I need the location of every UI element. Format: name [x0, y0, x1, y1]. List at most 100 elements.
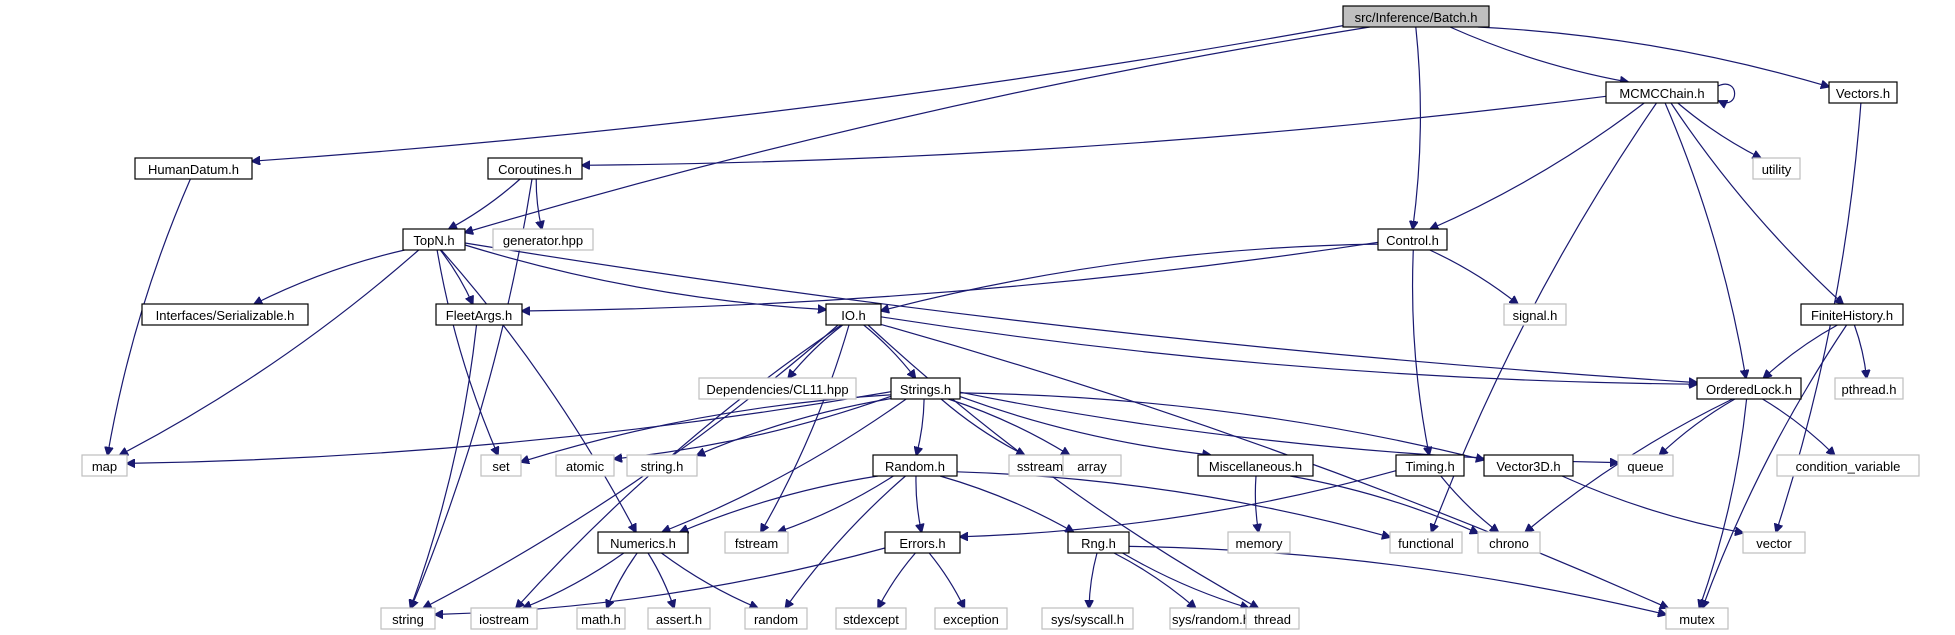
node-serializable[interactable]: Interfaces/Serializable.h	[141, 303, 309, 326]
node-box-thread	[1245, 607, 1300, 630]
node-label-random: random	[754, 612, 798, 627]
node-label-map: map	[92, 459, 117, 474]
node-label-condvar: condition_variable	[1796, 459, 1901, 474]
node-label-syscall: sys/syscall.h	[1051, 612, 1124, 627]
edge-mcmcchain-to-finitehistory	[1670, 102, 1843, 304]
node-box-memory	[1227, 531, 1291, 554]
node-strings[interactable]: Strings.h	[890, 377, 961, 400]
edge-strings-to-atomic	[614, 395, 892, 459]
node-misc[interactable]: Miscellaneous.h	[1197, 454, 1314, 477]
edge-topn-to-orderedlock	[464, 242, 1697, 383]
node-asserth: assert.h	[647, 607, 711, 630]
node-errors[interactable]: Errors.h	[884, 531, 961, 554]
node-rng[interactable]: Rng.h	[1067, 531, 1130, 554]
node-fleetargs[interactable]: FleetArgs.h	[435, 303, 523, 326]
edge-io-to-strings	[863, 324, 916, 378]
node-box-finitehistory	[1800, 303, 1904, 326]
node-label-rng: Rng.h	[1081, 536, 1116, 551]
edge-finitehistory-to-mutex	[1702, 324, 1848, 608]
node-label-timing: Timing.h	[1405, 459, 1454, 474]
node-label-cl11: Dependencies/CL11.hpp	[706, 382, 848, 397]
node-humandatum[interactable]: HumanDatum.h	[134, 157, 253, 180]
node-vectors[interactable]: Vectors.h	[1828, 81, 1898, 104]
edge-errors-to-stdexcept	[878, 552, 916, 608]
node-box-coroutines	[487, 157, 583, 180]
edge-topn-to-set	[436, 249, 498, 455]
node-io[interactable]: IO.h	[825, 303, 882, 326]
edge-numerics-to-asserth	[647, 552, 674, 608]
node-mcmcchain[interactable]: MCMCChain.h	[1605, 81, 1719, 104]
node-sstream: sstream	[1008, 454, 1072, 477]
node-box-exception	[934, 607, 1008, 630]
edge-batch-to-humandatum	[252, 25, 1344, 162]
edge-rng-to-mutex	[1128, 545, 1666, 614]
node-random: random	[744, 607, 808, 630]
node-queue: queue	[1617, 454, 1674, 477]
node-label-misc: Miscellaneous.h	[1209, 459, 1302, 474]
node-mathh: math.h	[576, 607, 626, 630]
edge-control-to-signal	[1429, 249, 1518, 304]
edge-batch-to-vectors	[1477, 26, 1829, 87]
node-label-generator: generator.hpp	[503, 233, 583, 248]
node-control[interactable]: Control.h	[1377, 228, 1448, 251]
edge-mcmcchain-to-orderedlock	[1664, 102, 1746, 378]
node-syscall: sys/syscall.h	[1041, 607, 1134, 630]
node-box-stdexcept	[835, 607, 907, 630]
node-label-sstream: sstream	[1017, 459, 1063, 474]
node-topn[interactable]: TopN.h	[402, 228, 466, 251]
node-random_h[interactable]: Random.h	[872, 454, 958, 477]
node-string: string	[380, 607, 436, 630]
edge-topn-to-numerics	[440, 249, 636, 532]
node-box-mathh	[576, 607, 626, 630]
node-fstream: fstream	[724, 531, 789, 554]
edge-topn-to-fleetargs	[439, 249, 472, 304]
node-box-serializable	[141, 303, 309, 326]
node-box-control	[1377, 228, 1448, 251]
node-box-signal	[1503, 303, 1567, 326]
edge-mcmcchain-to-mcmcchain	[1718, 83, 1736, 103]
edge-control-to-timing	[1411, 249, 1430, 455]
edge-io-to-fstream	[761, 324, 850, 532]
node-label-control: Control.h	[1386, 233, 1439, 248]
node-box-functional	[1389, 531, 1463, 554]
node-box-io	[825, 303, 882, 326]
node-label-set: set	[492, 459, 510, 474]
edge-fleetargs-to-string	[411, 324, 478, 608]
node-label-random_h: Random.h	[885, 459, 945, 474]
edge-io-to-string	[423, 324, 839, 608]
node-batch[interactable]: src/Inference/Batch.h	[1342, 5, 1490, 28]
edge-strings-to-misc	[959, 396, 1211, 455]
node-timing[interactable]: Timing.h	[1395, 454, 1465, 477]
node-box-queue	[1617, 454, 1674, 477]
node-coroutines[interactable]: Coroutines.h	[487, 157, 583, 180]
edge-strings-to-sstream	[940, 398, 1024, 455]
node-label-mutex: mutex	[1679, 612, 1715, 627]
node-finitehistory[interactable]: FiniteHistory.h	[1800, 303, 1904, 326]
edge-io-to-mutex	[880, 323, 1668, 608]
node-numerics[interactable]: Numerics.h	[597, 531, 689, 554]
node-box-generator	[492, 228, 594, 251]
edge-batch-to-topn	[465, 26, 1370, 233]
node-box-mcmcchain	[1605, 81, 1719, 104]
node-box-random_h	[872, 454, 958, 477]
node-label-mcmcchain: MCMCChain.h	[1619, 86, 1704, 101]
edge-topn-to-serializable	[254, 249, 405, 304]
node-label-fstream: fstream	[735, 536, 778, 551]
node-label-finitehistory: FiniteHistory.h	[1811, 308, 1893, 323]
node-memory: memory	[1227, 531, 1291, 554]
node-box-string	[380, 607, 436, 630]
node-vector3d[interactable]: Vector3D.h	[1483, 454, 1574, 477]
edge-topn-to-io	[464, 244, 826, 310]
node-box-vector	[1742, 531, 1806, 554]
node-vector: vector	[1742, 531, 1806, 554]
node-box-vector3d	[1483, 454, 1574, 477]
edge-finitehistory-to-orderedlock	[1764, 324, 1838, 378]
edge-finitehistory-to-pthread	[1853, 324, 1866, 378]
edge-random_h-to-fstream	[778, 475, 894, 532]
edge-mcmcchain-to-coroutines	[582, 95, 1607, 165]
edge-strings-to-random_h	[916, 398, 925, 455]
node-label-stringh: string.h	[641, 459, 684, 474]
node-orderedlock[interactable]: OrderedLock.h	[1696, 377, 1802, 400]
node-box-timing	[1395, 454, 1465, 477]
node-box-cl11	[698, 377, 857, 400]
